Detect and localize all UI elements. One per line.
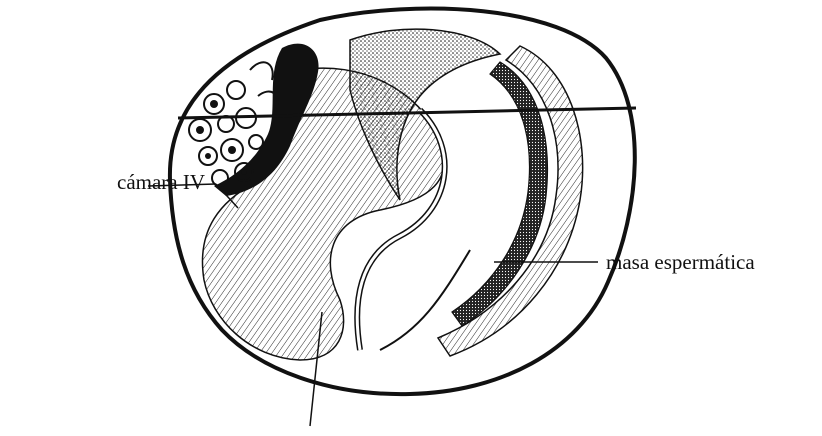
- chamber-iv-label: cámara IV: [117, 172, 205, 193]
- sperm-mass-label: masa espermática: [606, 252, 755, 273]
